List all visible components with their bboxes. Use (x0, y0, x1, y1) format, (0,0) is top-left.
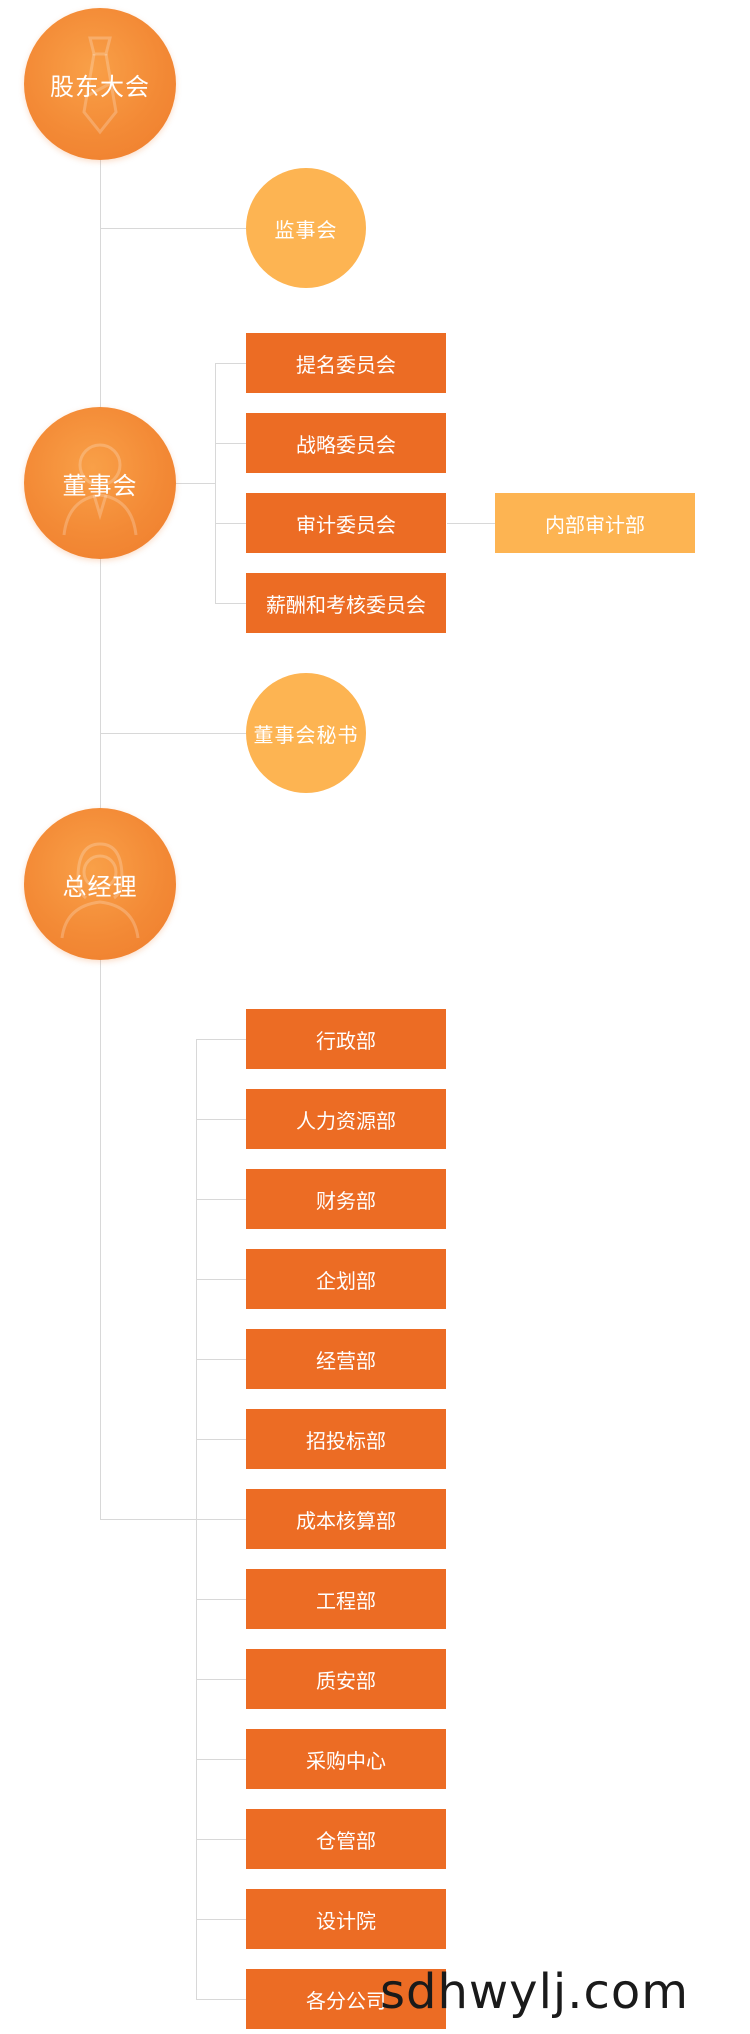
connector-audit-internal (447, 523, 495, 524)
department-label: 采购中心 (306, 1750, 386, 1773)
tie-icon (82, 36, 118, 135)
department-box: 各分公司 (246, 1969, 446, 2029)
department-box: 质安部 (246, 1649, 446, 1709)
connector-committee-4 (215, 603, 247, 604)
connector-dept-2 (196, 1119, 247, 1120)
connector-dept-12 (196, 1919, 247, 1920)
department-box: 企划部 (246, 1249, 446, 1309)
general-manager-node: 总经理 (24, 808, 176, 960)
committee-label: 审计委员会 (296, 514, 396, 537)
supervisory-board-label: 监事会 (274, 219, 338, 242)
board-node: 董事会 (24, 407, 176, 559)
connector-dept-6 (196, 1439, 247, 1440)
committee-box: 战略委员会 (246, 413, 446, 473)
committee-box: 审计委员会 (246, 493, 446, 553)
shareholders-label: 股东大会 (50, 73, 150, 101)
supervisory-board-node: 监事会 (246, 168, 366, 288)
department-box: 人力资源部 (246, 1089, 446, 1149)
department-label: 财务部 (316, 1190, 376, 1213)
watermark-text: sdhwylj.com (380, 1964, 690, 2020)
connector-dept-3 (196, 1199, 247, 1200)
connector-dept-4 (196, 1279, 247, 1280)
general-manager-label: 总经理 (62, 873, 138, 901)
committee-label: 提名委员会 (296, 354, 396, 377)
person-icon (62, 443, 138, 536)
connector-committee-1 (215, 363, 247, 364)
department-box: 设计院 (246, 1889, 446, 1949)
connector-dept-10 (196, 1759, 247, 1760)
committee-box: 提名委员会 (246, 333, 446, 393)
woman-icon (60, 842, 140, 939)
department-label: 人力资源部 (296, 1110, 396, 1133)
board-label: 董事会 (62, 472, 138, 500)
department-label: 质安部 (316, 1670, 376, 1693)
department-label: 成本核算部 (296, 1510, 396, 1533)
department-box: 财务部 (246, 1169, 446, 1229)
connector-committee-3 (215, 523, 247, 524)
committee-label: 战略委员会 (296, 434, 396, 457)
connector-board-committees (176, 483, 216, 484)
department-label: 设计院 (316, 1910, 376, 1933)
committee-label: 薪酬和考核委员会 (266, 594, 426, 617)
connector-dept-13 (196, 1999, 247, 2000)
connector-secretary (100, 733, 247, 734)
connector-dept-11 (196, 1839, 247, 1840)
department-label: 行政部 (316, 1030, 376, 1053)
department-box: 工程部 (246, 1569, 446, 1629)
department-box: 仓管部 (246, 1809, 446, 1869)
connector-supervisory (100, 228, 247, 229)
department-box: 成本核算部 (246, 1489, 446, 1549)
connector-dept-9 (196, 1679, 247, 1680)
department-label: 工程部 (316, 1590, 376, 1613)
board-secretary-node: 董事会秘书 (246, 673, 366, 793)
department-label: 招投标部 (306, 1430, 386, 1453)
department-label: 各分公司 (306, 1990, 386, 2013)
department-label: 仓管部 (316, 1830, 376, 1853)
connector-committee-2 (215, 443, 247, 444)
department-label: 经营部 (316, 1350, 376, 1373)
connector-dept-5 (196, 1359, 247, 1360)
department-label: 企划部 (316, 1270, 376, 1293)
shareholders-node: 股东大会 (24, 8, 176, 160)
board-secretary-label: 董事会秘书 (253, 724, 359, 747)
committee-box: 薪酬和考核委员会 (246, 573, 446, 633)
connector-dept-1 (196, 1039, 247, 1040)
connector-gm-departments (100, 1519, 197, 1520)
department-box: 经营部 (246, 1329, 446, 1389)
internal-audit-box: 内部审计部 (495, 493, 695, 553)
connector-dept-8 (196, 1599, 247, 1600)
internal-audit-label: 内部审计部 (545, 514, 645, 537)
department-box: 采购中心 (246, 1729, 446, 1789)
department-box: 行政部 (246, 1009, 446, 1069)
connector-dept-7 (196, 1519, 247, 1520)
department-box: 招投标部 (246, 1409, 446, 1469)
committees-vertical-line (215, 363, 216, 604)
